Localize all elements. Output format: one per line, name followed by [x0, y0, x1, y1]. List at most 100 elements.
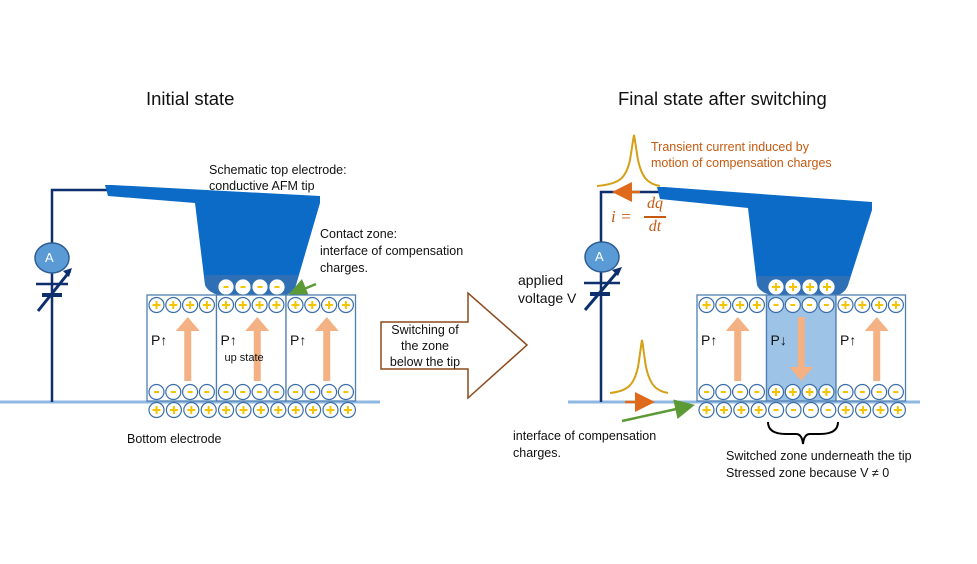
contact-label-line2: interface of compensation [320, 244, 464, 258]
negative-charge-icon [854, 383, 871, 401]
current-equation-denominator: dt [648, 218, 662, 235]
negative-charge-icon [235, 279, 251, 295]
negative-charge-icon [198, 383, 215, 401]
left-afm-tip-icon [105, 185, 320, 296]
negative-charge-icon [251, 383, 268, 401]
negative-charge-icon [234, 383, 251, 401]
right-variable-source-icon [583, 267, 622, 311]
positive-charge-icon [165, 401, 182, 419]
left-ammeter-symbol: A [45, 250, 54, 265]
right-ammeter-symbol: A [595, 249, 604, 264]
negative-charge-icon [148, 383, 165, 401]
left-contact-pointer [287, 279, 317, 298]
positive-charge-icon [234, 296, 251, 314]
negative-charge-icon [165, 383, 182, 401]
positive-charge-icon [837, 296, 854, 314]
positive-charge-icon [218, 401, 235, 419]
negative-charge-icon [698, 383, 715, 401]
transient-label-line2: motion of compensation charges [651, 156, 832, 170]
polarization-label: P↑ [221, 332, 237, 348]
tip-label-line1: Schematic top electrode: [209, 163, 347, 177]
right-afm-tip-icon [657, 187, 872, 296]
polarization-up-arrow [314, 317, 339, 381]
left-panel-title: Initial state [146, 88, 235, 109]
polarization-label: P↑ [290, 332, 306, 348]
switched-zone-line1: Switched zone underneath the tip [726, 449, 912, 463]
domain-cell: P↑ up state [215, 294, 287, 402]
positive-charge-icon [235, 401, 252, 419]
right-ammeter [584, 241, 620, 273]
switch-arrow-line1: Switching of [391, 323, 459, 337]
interface-pointer [621, 399, 695, 423]
negative-charge-icon [218, 279, 234, 295]
positive-charge-icon [217, 296, 235, 314]
positive-charge-icon [750, 401, 767, 419]
positive-charge-icon [698, 296, 715, 314]
negative-charge-icon [287, 383, 304, 401]
negative-charge-icon [182, 383, 199, 401]
fraction-bar [644, 216, 666, 218]
positive-charge-icon [251, 296, 268, 314]
positive-charge-icon [200, 401, 217, 419]
positive-charge-icon [148, 401, 165, 419]
contact-label-line1: Contact zone: [320, 227, 398, 241]
current-equation-numerator: dq [647, 195, 663, 212]
negative-charge-icon [748, 383, 766, 401]
negative-charge-icon [269, 279, 285, 295]
left-circuit [0, 188, 380, 404]
positive-charge-icon [715, 401, 733, 419]
negative-charge-icon [304, 383, 321, 401]
domain-sublabel: up state [225, 352, 264, 364]
polarization-up-arrow [245, 317, 270, 381]
positive-charge-icon [304, 296, 321, 314]
bottom-transient-peak [609, 339, 669, 394]
positive-charge-icon [287, 296, 304, 314]
positive-charge-icon [887, 296, 905, 314]
positive-charge-icon [870, 296, 888, 314]
polarization-label: P↑ [840, 332, 856, 348]
negative-charge-icon [321, 383, 338, 401]
polarization-down-arrow [789, 317, 814, 381]
left-ammeter [34, 242, 70, 274]
contact-label-line3: charges. [320, 261, 368, 275]
right-circuit-wire [599, 190, 660, 402]
positive-charge-icon [182, 296, 199, 314]
positive-charge-icon [767, 383, 785, 401]
voltage-label-line2: voltage V [518, 290, 577, 306]
negative-charge-icon [837, 383, 854, 401]
positive-charge-icon [854, 296, 871, 314]
bottom-electrode-label: Bottom electrode [127, 432, 222, 446]
positive-charge-icon [818, 383, 835, 401]
negative-charge-icon [268, 383, 285, 401]
negative-charge-icon [252, 279, 268, 295]
switched-zone-brace [767, 421, 839, 445]
negative-charge-icon [870, 383, 888, 401]
negative-charge-icon [802, 401, 820, 419]
negative-charge-icon [801, 296, 818, 314]
voltage-label-line1: applied [518, 272, 564, 288]
domain-cell: P↑ [146, 294, 218, 402]
switch-arrow-shape [380, 291, 529, 400]
negative-charge-icon [731, 383, 749, 401]
positive-charge-icon [270, 401, 287, 419]
right-tip-charges [768, 279, 835, 295]
positive-charge-icon [889, 401, 907, 419]
positive-charge-icon [305, 401, 322, 419]
positive-charge-icon [784, 383, 801, 401]
current-equation-lhs: i = [611, 207, 632, 226]
positive-charge-icon [854, 401, 872, 419]
positive-charge-icon [733, 401, 750, 419]
positive-charge-icon [715, 296, 732, 314]
negative-charge-icon [337, 383, 354, 401]
polarization-up-arrow [175, 317, 200, 381]
positive-charge-icon [321, 296, 338, 314]
negative-charge-icon [217, 383, 235, 401]
left-circuit-wire [50, 188, 108, 402]
positive-charge-icon [837, 401, 854, 419]
domain-cell: P↑ [835, 294, 907, 402]
left-tip-charges [218, 279, 285, 295]
transient-label-line1: Transient current induced by [651, 140, 809, 154]
negative-charge-icon [785, 401, 802, 419]
